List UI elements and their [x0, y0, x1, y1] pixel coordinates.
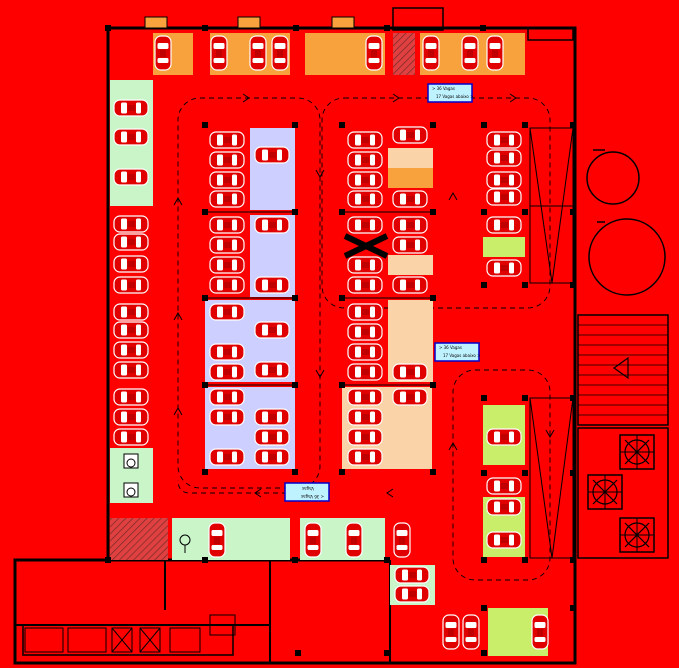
- sign-line-1: < 36 Vagas: [301, 494, 324, 499]
- sign-line-2: 17 Vagas abaixo >: [436, 94, 473, 99]
- elderly-icon: [179, 534, 191, 553]
- direction-sign-middle: > 36 Vagas 17 Vagas abaixo >: [434, 342, 480, 362]
- direction-arrow-icon: [173, 93, 555, 498]
- ramp-lower: [529, 397, 574, 559]
- bottom-left-rooms: [24, 614, 236, 653]
- sign-line-2: 17 Vagas abaixo >: [443, 353, 480, 358]
- sign-line-1: > 36 Vagas: [432, 86, 455, 91]
- structural-columns: [105, 25, 576, 656]
- water-tank-icon: [586, 149, 666, 296]
- stairs-block: [577, 314, 669, 426]
- stair-arrow-icon: [612, 356, 629, 380]
- right-upper-stalls: [483, 237, 525, 257]
- ramp-upper: [529, 127, 574, 284]
- machine-room: [577, 427, 669, 559]
- wheelchair-icon: [123, 453, 139, 498]
- blocked-x-icon: [343, 233, 389, 259]
- block-grid: [205, 211, 432, 386]
- direction-sign-bottom: < 36 Vagas Vagas: [284, 482, 330, 502]
- sign-line-1: > 36 Vagas: [439, 345, 462, 350]
- sign-line-2: Vagas: [302, 486, 314, 491]
- direction-sign-top: > 36 Vagas 17 Vagas abaixo >: [427, 83, 473, 103]
